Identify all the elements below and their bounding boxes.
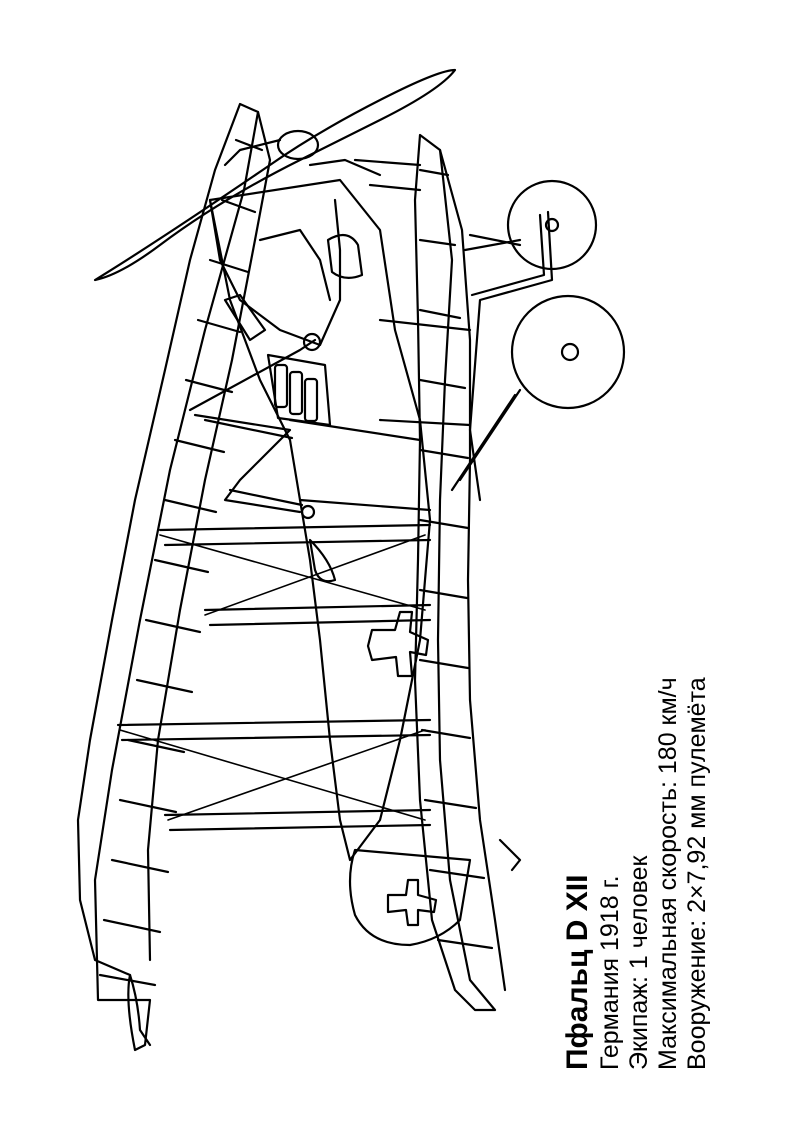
caption-max-speed: Максимальная скорость: 180 км/ч — [654, 677, 682, 1070]
caption-armament: Вооружение: 2×7,92 мм пулемёта — [683, 677, 711, 1070]
wing-struts — [118, 295, 430, 830]
fuselage — [210, 180, 470, 945]
aircraft-title: Пфальц D XII — [561, 874, 594, 1070]
aircraft-caption: Пфальц D XII Германия 1918 г. Экипаж: 1 … — [560, 590, 720, 1070]
lower-wing — [415, 135, 520, 1010]
caption-crew: Экипаж: 1 человек — [625, 855, 653, 1071]
propeller — [95, 70, 455, 280]
caption-country-year: Германия 1918 г. — [596, 875, 624, 1070]
upper-wing — [78, 104, 270, 1050]
landing-gear — [355, 160, 624, 500]
